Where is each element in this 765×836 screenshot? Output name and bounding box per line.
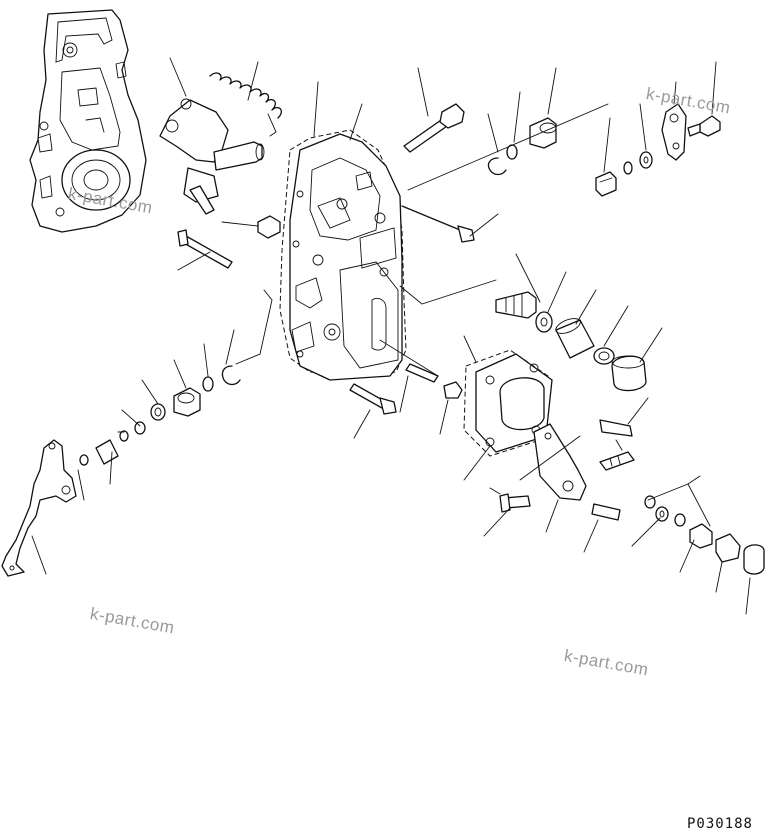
washer-left-small-b — [119, 430, 129, 442]
drawing-number: P030188 — [686, 816, 753, 832]
washer-small-a — [623, 161, 633, 175]
washer-small-b — [639, 151, 653, 169]
sleeve — [555, 318, 595, 359]
washer-medium — [535, 311, 553, 333]
cover-bolt-upper — [401, 205, 475, 243]
union-fitting — [689, 523, 713, 549]
washer-left — [150, 403, 166, 421]
plug-left — [173, 387, 201, 417]
governor-lever-shaft — [159, 98, 265, 215]
lower-bracket-plate — [533, 423, 587, 501]
cover-bolt-lower-a — [349, 383, 397, 415]
fitting-screw — [595, 171, 617, 197]
plate-bolt-left — [499, 493, 531, 513]
washer-lower-c — [674, 513, 686, 527]
end-cap — [743, 544, 765, 575]
o-ring-medium — [593, 347, 615, 365]
side-cover — [475, 353, 553, 453]
through-bolt-left — [177, 229, 233, 269]
stop-bracket — [661, 103, 687, 161]
cover-bolt-lower-b — [405, 363, 439, 383]
governor-housing — [279, 129, 407, 381]
washer-left-small-a — [134, 421, 146, 435]
adjusting-screw — [495, 291, 537, 319]
cover-bolt-right — [599, 419, 633, 437]
gear-case-housing — [29, 9, 147, 233]
bushing-left — [95, 439, 119, 465]
plate-bolt-right — [591, 503, 621, 521]
snap-ring — [487, 157, 507, 176]
nipple — [715, 533, 741, 563]
stud-bolt-right — [599, 451, 635, 471]
control-lever — [1, 439, 77, 577]
long-bolt — [403, 103, 465, 153]
o-ring-left — [202, 376, 214, 392]
washer-lower-a — [644, 495, 656, 509]
plug-cap — [529, 117, 557, 149]
hex-plug — [257, 215, 281, 239]
bracket-bolt — [687, 115, 721, 137]
leader-lines — [31, 57, 751, 615]
snap-ring-left — [221, 365, 241, 386]
seal-cap — [611, 355, 647, 392]
washer-left-tiny — [79, 454, 89, 466]
washer-lower-b — [655, 506, 669, 522]
nut — [443, 381, 463, 399]
